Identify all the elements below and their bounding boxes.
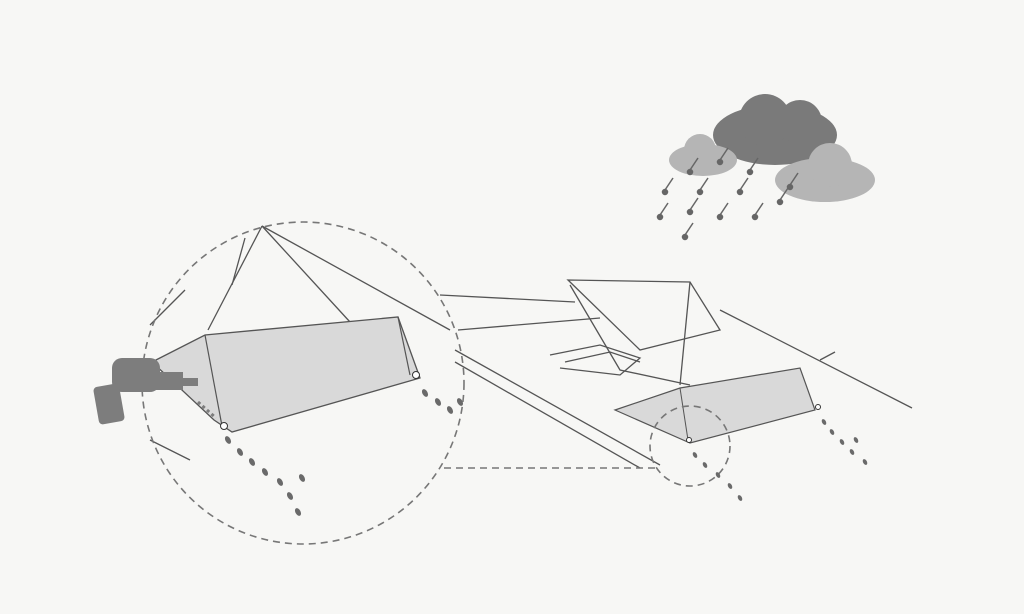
raindrop-dot xyxy=(661,188,669,196)
raindrop-dot xyxy=(681,233,689,241)
raindrop xyxy=(719,202,729,216)
raindrop-dot xyxy=(736,188,744,196)
water-drop xyxy=(849,449,855,455)
drain-hole xyxy=(815,404,821,410)
roof-edge-line xyxy=(454,361,641,469)
light-cloud-left xyxy=(669,134,737,176)
water-drop xyxy=(692,452,698,458)
drain-hole xyxy=(412,371,420,379)
tent-pole-line xyxy=(679,281,691,386)
water-drips xyxy=(224,389,868,516)
raindrop xyxy=(789,172,799,186)
rain-drops xyxy=(656,147,799,241)
tent-pole-line xyxy=(207,225,263,331)
water-drop xyxy=(261,468,269,476)
water-drop xyxy=(294,508,302,516)
water-drop xyxy=(853,437,859,443)
drip-tray xyxy=(613,367,816,444)
water-drop xyxy=(702,462,708,468)
raindrop xyxy=(659,202,669,216)
raindrop xyxy=(749,157,759,171)
raindrop-dot xyxy=(751,213,759,221)
water-drop xyxy=(737,495,743,501)
water-drop xyxy=(839,439,845,445)
raindrop xyxy=(739,177,749,191)
drill-icon xyxy=(93,358,217,425)
tent-body-line xyxy=(569,284,691,386)
roof-edge-line xyxy=(454,349,661,466)
raindrop xyxy=(664,177,674,191)
water-drop xyxy=(421,389,429,397)
tent-pole-line xyxy=(261,225,351,323)
drain-hole xyxy=(686,437,692,443)
tray-edge-line xyxy=(679,387,689,441)
light-cloud-right xyxy=(775,143,875,202)
roof-edge-line xyxy=(819,351,836,361)
raindrop xyxy=(699,177,709,191)
water-drop xyxy=(248,458,256,466)
tent-fly-outline xyxy=(566,279,722,351)
raindrop xyxy=(779,187,789,201)
tent-pole-line xyxy=(231,237,246,286)
water-drop xyxy=(286,492,294,500)
connector-line xyxy=(439,294,576,303)
tent-structure-lines xyxy=(149,225,913,469)
raindrop-dot xyxy=(746,168,754,176)
water-drop xyxy=(862,459,868,465)
water-drop xyxy=(224,436,232,444)
water-drop xyxy=(821,419,827,425)
tray-edge-line xyxy=(397,316,411,376)
raindrop xyxy=(689,197,699,211)
raindrop-dot xyxy=(786,183,794,191)
dark-cloud xyxy=(713,94,837,165)
roof-rail-line xyxy=(719,309,913,409)
rain-cloud-icon xyxy=(669,94,875,202)
water-drop xyxy=(276,478,284,486)
drip-tray-zoomed xyxy=(150,316,421,433)
raindrop-dot xyxy=(696,188,704,196)
water-drop xyxy=(456,398,464,406)
tray-edge-line xyxy=(204,334,223,427)
tent-step-outline xyxy=(549,344,642,376)
connector-line xyxy=(457,317,601,331)
water-drop xyxy=(829,429,835,435)
raindrop xyxy=(689,157,699,171)
tent-fly-line xyxy=(261,225,451,331)
raindrop-dot xyxy=(716,213,724,221)
water-drop xyxy=(446,406,454,414)
raindrop-dot xyxy=(656,213,664,221)
water-drop xyxy=(715,472,721,478)
water-drop xyxy=(236,448,244,456)
raindrop-dot xyxy=(716,158,724,166)
water-drop xyxy=(727,483,733,489)
raindrop xyxy=(719,147,729,161)
raindrop-dot xyxy=(686,168,694,176)
tent-frame-line xyxy=(149,289,186,326)
roof-edge-line xyxy=(149,439,191,461)
water-drop xyxy=(434,398,442,406)
drain-hole xyxy=(220,422,228,430)
raindrop-dot xyxy=(776,198,784,206)
water-drop xyxy=(298,474,306,482)
detail-circle xyxy=(649,405,731,487)
raindrop xyxy=(754,202,764,216)
raindrop-dot xyxy=(686,208,694,216)
raindrop xyxy=(684,222,694,236)
tent-step-outline xyxy=(564,351,641,363)
